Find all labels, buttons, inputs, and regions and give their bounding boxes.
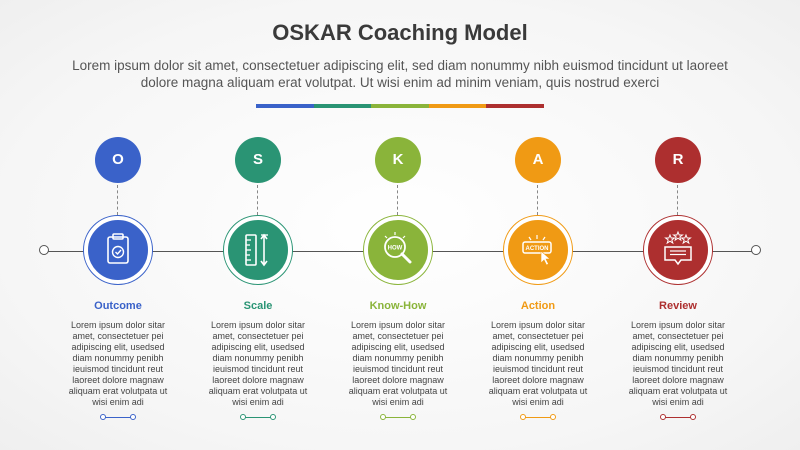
icon-ring-outcome: [84, 216, 152, 284]
color-accent-bar: [256, 104, 544, 108]
letter-circle-k: K: [375, 137, 421, 183]
letter-circle-a: A: [515, 137, 561, 183]
clipboard-check-icon: [107, 233, 129, 264]
timeline-end-dot: [751, 245, 761, 255]
letter-circle-s: S: [235, 137, 281, 183]
step-label: Action: [520, 300, 556, 312]
how-magnifier-icon: HOW: [384, 232, 412, 264]
icon-ring-review: [644, 216, 712, 284]
mini-connector: [100, 414, 136, 420]
step-description: Lorem ipsum dolor sitar amet, consectetu…: [488, 320, 588, 407]
connector-dotted: [117, 185, 118, 215]
icon-ring-know-how: HOW: [364, 216, 432, 284]
accent-green: [371, 104, 429, 108]
step-label: Know-How: [369, 300, 427, 312]
icon-ring-scale: [224, 216, 292, 284]
step-label: Scale: [243, 300, 273, 312]
accent-blue: [256, 104, 314, 108]
connector-dotted: [677, 185, 678, 215]
icon-ring-action: ACTION: [504, 216, 572, 284]
step-label: Review: [659, 300, 697, 312]
letter-circle-r: R: [655, 137, 701, 183]
mini-connector: [380, 414, 416, 420]
ruler-scale-icon: [245, 233, 268, 267]
letter-circle-o: O: [95, 137, 141, 183]
mini-connector: [520, 414, 556, 420]
step-review: R Review Lorem ipsum dolor sitar amet, c…: [608, 0, 748, 450]
step-scale: S Scale Lorem ipsum dolor sitar amet, co…: [188, 0, 328, 450]
accent-red: [486, 104, 544, 108]
svg-text:ACTION: ACTION: [526, 246, 549, 252]
rating-review-icon: [664, 230, 692, 266]
accent-teal: [313, 104, 372, 108]
connector-dotted: [397, 185, 398, 215]
mini-connector: [660, 414, 696, 420]
timeline-start-dot: [39, 245, 49, 255]
connector-dotted: [537, 185, 538, 215]
step-know-how: K HOW Know-How Lorem ipsum dolor sitar a…: [328, 0, 468, 450]
mini-connector: [240, 414, 276, 420]
step-outcome: O Outcome Lorem ipsum dolor sitar amet, …: [48, 0, 188, 450]
step-label: Outcome: [94, 300, 142, 312]
page-subtitle: Lorem ipsum dolor sit amet, consectetuer…: [72, 58, 728, 90]
step-description: Lorem ipsum dolor sitar amet, consectetu…: [208, 320, 308, 407]
svg-text:HOW: HOW: [388, 246, 403, 252]
page-title: OSKAR Coaching Model: [272, 20, 528, 45]
accent-orange: [428, 104, 487, 108]
step-description: Lorem ipsum dolor sitar amet, consectetu…: [68, 320, 168, 407]
connector-dotted: [257, 185, 258, 215]
step-action: A ACTION Action Lorem ipsum dolor sitar …: [468, 0, 608, 450]
action-button-click-icon: ACTION: [522, 235, 552, 266]
step-description: Lorem ipsum dolor sitar amet, consectetu…: [348, 320, 448, 407]
step-description: Lorem ipsum dolor sitar amet, consectetu…: [628, 320, 728, 407]
